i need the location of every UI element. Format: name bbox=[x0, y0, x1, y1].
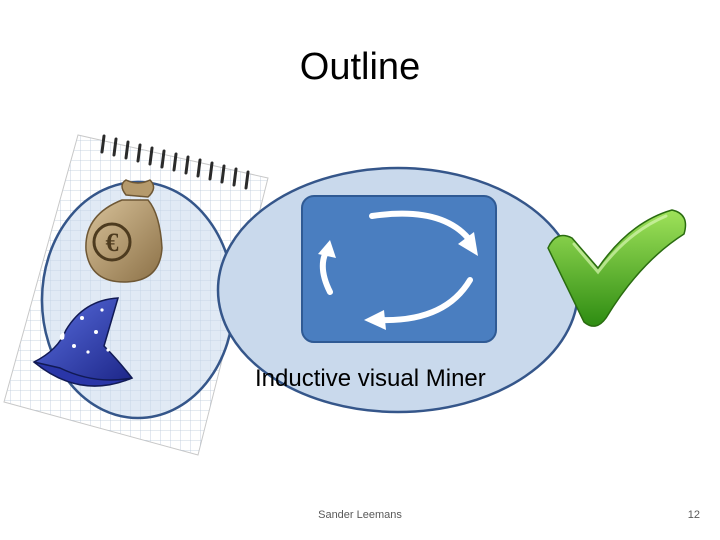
slide-title: Outline bbox=[230, 40, 490, 94]
footer-author: Sander Leemans bbox=[300, 507, 420, 523]
page-number: 12 bbox=[640, 507, 700, 523]
tool-label: Inductive visual Miner bbox=[255, 362, 555, 396]
refresh-cycle-icon bbox=[302, 196, 496, 342]
svg-text:€: € bbox=[106, 228, 119, 257]
